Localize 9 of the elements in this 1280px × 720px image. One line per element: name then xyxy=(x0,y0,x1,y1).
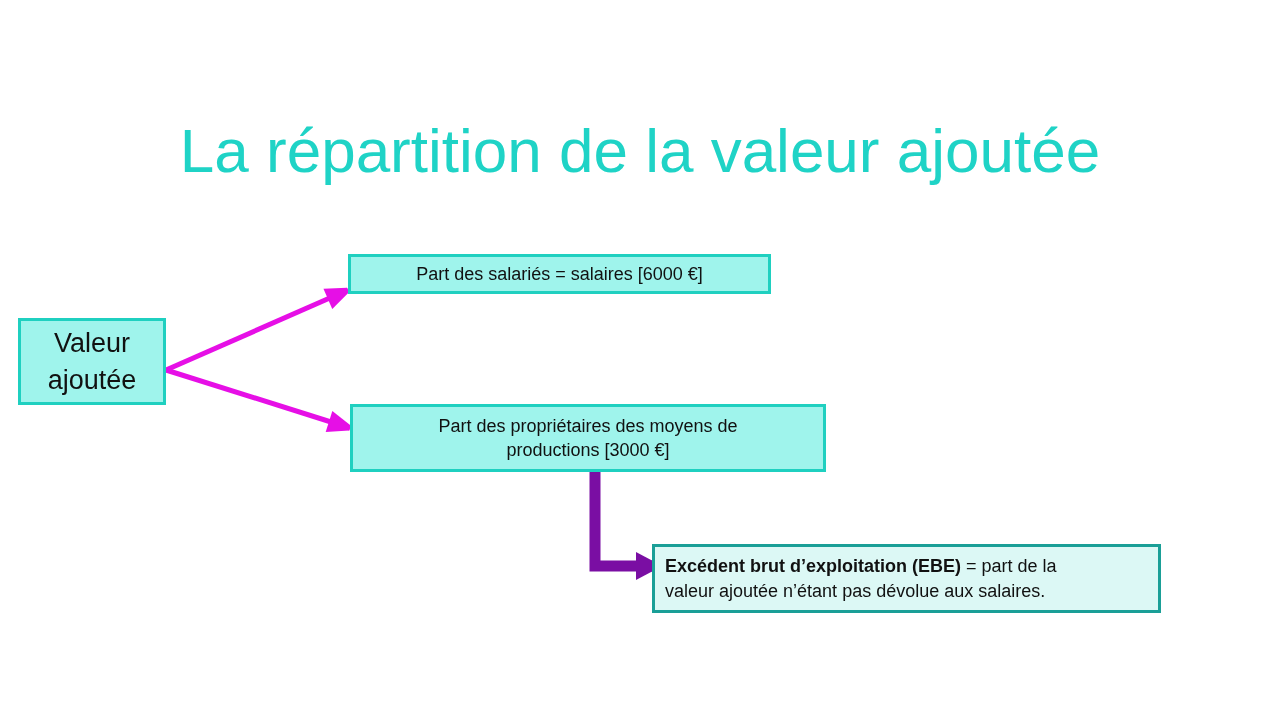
title: La répartition de la valeur ajoutée xyxy=(179,115,1101,187)
text-box xyxy=(348,254,771,294)
text-box xyxy=(652,544,1161,613)
text-box xyxy=(350,404,826,472)
box-label: Valeur ajoutée xyxy=(46,327,138,397)
box-label: Part des propriétaires des moyens de productions [3000 €] xyxy=(437,414,739,462)
text-box xyxy=(18,318,166,405)
box-label: Part des salariés = salaires [6000 €] xyxy=(416,262,703,286)
box-label: Excédent brut d’exploitation (EBE) = part de la valeur ajoutée n’étant pas dévolue aux salaires. xyxy=(665,555,1058,603)
